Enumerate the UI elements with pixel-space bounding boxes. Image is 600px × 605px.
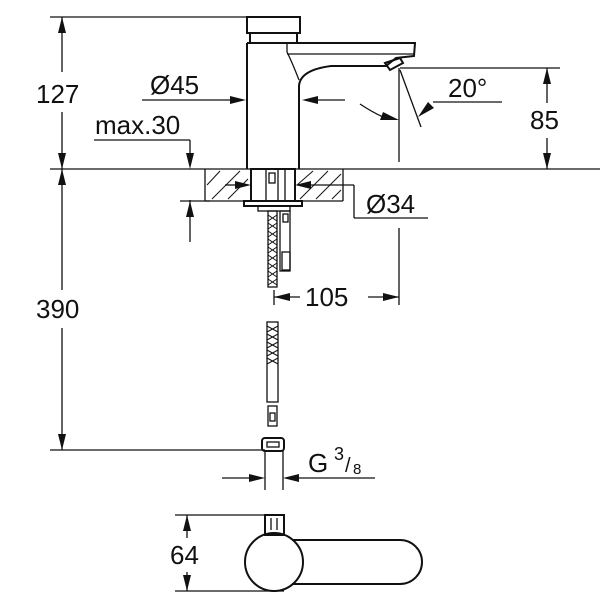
label-angle-20: 20°	[448, 73, 487, 103]
label-max-30: max.30	[95, 110, 180, 140]
dimension-diameter-45: Ø45	[142, 70, 345, 104]
label-thread-slash: /	[345, 455, 351, 477]
label-127: 127	[36, 79, 79, 109]
reference-lines	[50, 16, 600, 451]
label-105: 105	[305, 282, 348, 312]
dimension-angle-20: 20°	[359, 68, 502, 162]
dimension-390: 390	[36, 169, 79, 450]
dimension-max-30: max.30	[94, 110, 210, 242]
label-diameter-45: Ø45	[150, 70, 199, 100]
dimension-85: 85	[530, 68, 559, 169]
label-64: 64	[170, 540, 199, 570]
dimension-105: 105	[273, 228, 400, 312]
dimension-diameter-34: Ø34	[225, 181, 428, 219]
dimension-64: 64	[170, 514, 284, 592]
label-85: 85	[530, 105, 559, 135]
label-thread-numerator: 3	[334, 444, 344, 464]
dimension-thread: G 3 / 8	[222, 444, 375, 482]
faucet-body	[246, 16, 417, 169]
label-thread-denominator: 8	[353, 461, 361, 478]
top-view	[244, 514, 423, 592]
dimension-127: 127	[36, 17, 79, 169]
label-390: 390	[36, 294, 79, 324]
label-thread-g: G	[308, 448, 328, 478]
label-diameter-34: Ø34	[366, 189, 415, 219]
fixing-and-hose	[243, 168, 303, 490]
